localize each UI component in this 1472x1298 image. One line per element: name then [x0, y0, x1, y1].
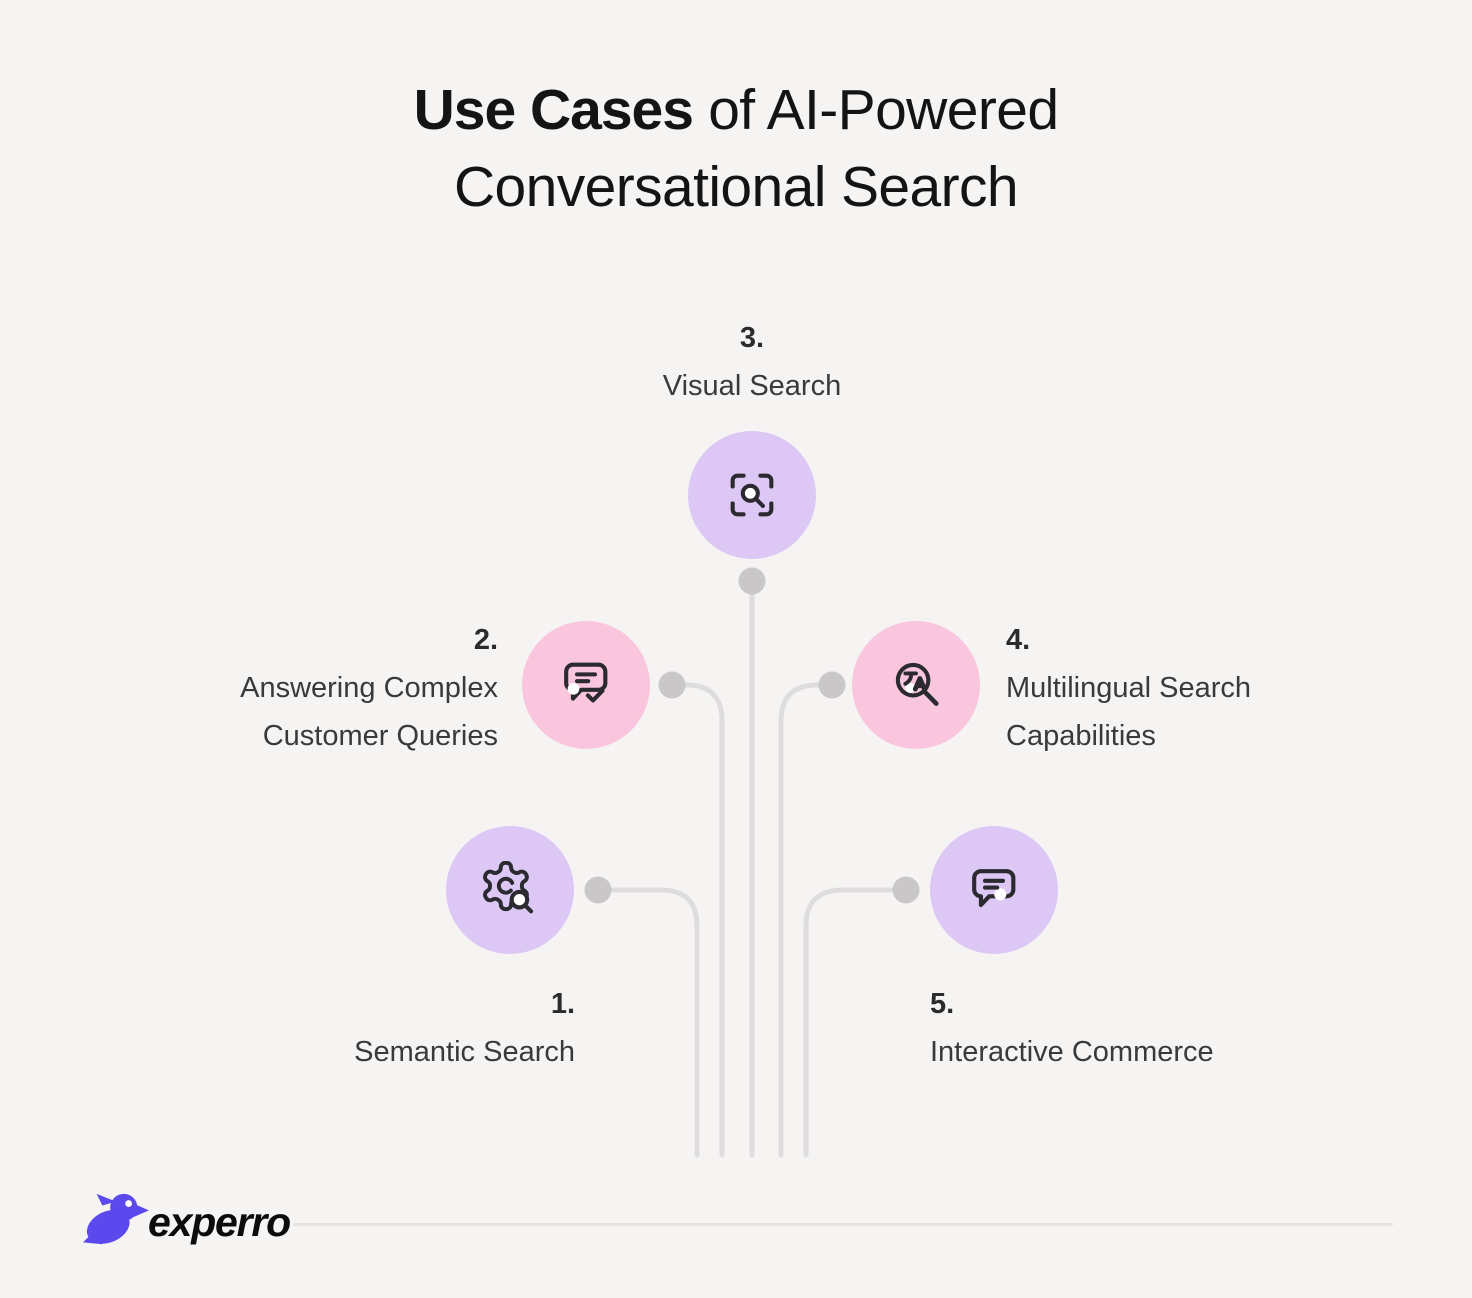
brand-name: experro: [148, 1198, 291, 1245]
connector-lines: [595, 578, 909, 1158]
node-number: 1.: [550, 988, 575, 1020]
node-circle-semantic: [446, 826, 574, 954]
node-number: 5.: [930, 988, 955, 1020]
title-line-1: Use Cases of AI-Powered: [414, 78, 1059, 142]
connector-dot-multilingual: [818, 671, 846, 699]
footer-divider: [293, 1223, 1393, 1226]
chat-bubble-icon: [972, 869, 1016, 908]
node-label-line: Semantic Search: [354, 1036, 575, 1068]
bird-logo-icon: [83, 1193, 149, 1245]
connector-dot-complex-queries: [658, 671, 686, 699]
node-label-line: Interactive Commerce: [930, 1036, 1214, 1068]
node-circle-complex-queries: [522, 621, 650, 749]
connector-dot-visual-search: [738, 567, 766, 595]
connector-dot-interactive: [892, 876, 920, 904]
message-check-icon: [564, 662, 608, 703]
node-label-visual-search: 3. Visual Search: [552, 314, 952, 410]
node-label-line: Capabilities: [1006, 720, 1156, 752]
connector-line-complex-queries: [669, 682, 725, 1158]
node-circle-visual-search: [688, 431, 816, 559]
node-number: 3.: [739, 322, 765, 354]
node-label-line: Multilingual Search: [1006, 672, 1252, 704]
node-circle-multilingual: [852, 621, 980, 749]
page-title: Use Cases of AI-Powered Conversational S…: [0, 72, 1472, 226]
node-label-interactive: 5. Interactive Commerce: [930, 980, 1370, 1076]
title-rest: of AI-Powered: [692, 78, 1059, 142]
node-label-semantic: 1. Semantic Search: [175, 980, 575, 1076]
scan-search-icon: [730, 473, 774, 517]
connector-line-multilingual: [778, 682, 835, 1158]
node-label-complex-queries: 2. Answering Complex Customer Queries: [98, 616, 498, 760]
connector-line-interactive: [803, 887, 909, 1158]
node-label-line: Customer Queries: [262, 720, 498, 752]
title-line-2: Conversational Search: [453, 155, 1019, 219]
title-emphasis: Use Cases: [413, 78, 694, 142]
translate-search-icon: [895, 662, 939, 706]
brand-logo: experro: [80, 1190, 291, 1254]
connector-line-semantic: [595, 887, 700, 1158]
node-number: 4.: [1006, 624, 1031, 656]
node-circle-interactive: [930, 826, 1058, 954]
node-number: 2.: [473, 624, 498, 656]
node-label-multilingual: 4. Multilingual Search Capabilities: [1006, 616, 1406, 760]
connector-dot-semantic: [584, 876, 612, 904]
node-label-line: Answering Complex: [240, 672, 498, 704]
connector-dots: [584, 567, 920, 904]
gear-search-icon: [483, 861, 534, 914]
node-label-line: Visual Search: [662, 370, 842, 402]
